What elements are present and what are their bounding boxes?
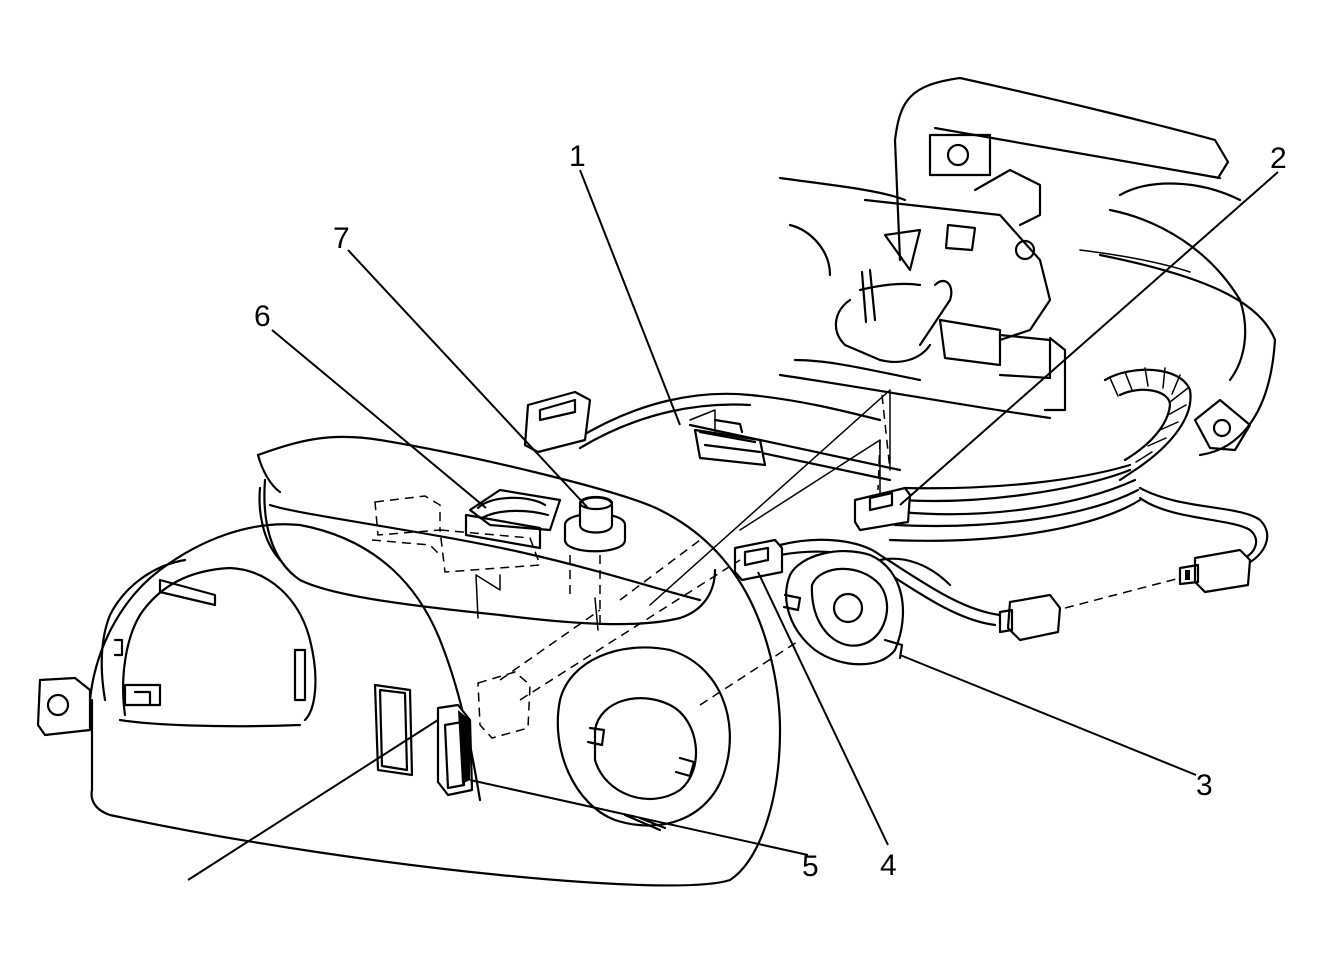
dimmer-3 bbox=[782, 550, 905, 666]
callout-3: 3 bbox=[1196, 769, 1213, 802]
knob-7 bbox=[563, 495, 627, 553]
connector-upper-left bbox=[523, 390, 592, 454]
callout-leaders bbox=[187, 169, 1279, 881]
callout-6: 6 bbox=[254, 300, 271, 333]
connector-pigtail-center bbox=[998, 577, 1181, 642]
callout-7: 7 bbox=[333, 222, 350, 255]
callout-1: 1 bbox=[569, 140, 586, 173]
cluster-bezel bbox=[36, 435, 782, 887]
callout-2: 2 bbox=[1270, 142, 1287, 175]
callout-4: 4 bbox=[880, 849, 897, 882]
connector-2 bbox=[853, 486, 912, 532]
phantom-components bbox=[371, 495, 601, 739]
guide-lines bbox=[475, 389, 891, 706]
wiring-harness bbox=[573, 367, 1269, 627]
switch-5 bbox=[436, 703, 474, 797]
callout-5: 5 bbox=[802, 850, 819, 883]
switch-4 bbox=[733, 538, 784, 582]
callout-labels: 1 2 3 4 5 6 7 bbox=[254, 140, 1287, 883]
switch-6 bbox=[464, 488, 562, 550]
component-1 bbox=[693, 418, 767, 467]
connector-pigtail-right bbox=[1178, 548, 1252, 594]
instrument-panel-structure bbox=[778, 76, 1277, 457]
